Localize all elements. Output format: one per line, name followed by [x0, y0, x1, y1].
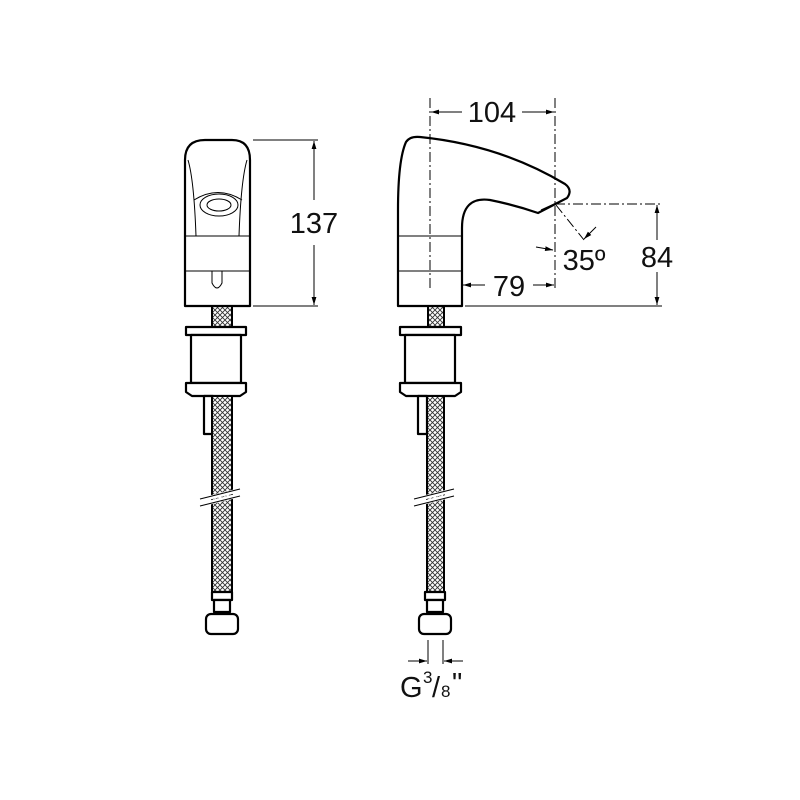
- front-view: 137: [183, 138, 338, 636]
- front-mounting-cylinder: [189, 333, 243, 385]
- thread-numerator: 3: [423, 668, 432, 687]
- side-break-lines: [413, 488, 455, 507]
- side-break-mark: [413, 488, 455, 507]
- side-body-bands: [398, 235, 462, 272]
- side-view: 104 84 79 35º G 3 / 8 ": [396, 97, 673, 704]
- front-sensor-hood: [193, 192, 243, 201]
- side-stub-pipe: [416, 394, 429, 436]
- front-hex-nut: [204, 612, 240, 636]
- front-nipple: [212, 598, 232, 614]
- sensor-window-outer: [199, 193, 239, 217]
- front-break-mark: [199, 488, 241, 507]
- front-bottom-flange: [184, 381, 248, 398]
- reach-dimension-label: 104: [468, 97, 516, 129]
- side-hex-nut: [417, 612, 453, 636]
- connection-thread-label: G 3 / 8 ": [400, 668, 462, 704]
- angle-arrow-left: [535, 246, 554, 251]
- front-ferrule: [210, 590, 234, 602]
- front-top-flange: [184, 325, 248, 337]
- side-ferrule: [423, 590, 447, 602]
- thread-prefix: G: [400, 672, 423, 704]
- angle-arrow-right: [583, 226, 597, 240]
- thread-slash: /: [432, 672, 441, 704]
- front-body-contour: [187, 159, 248, 237]
- projection-dimension-label: 79: [493, 271, 525, 303]
- side-mounting-cylinder: [403, 333, 457, 385]
- front-drop-mark: [211, 271, 223, 289]
- spout-height-label: 84: [641, 242, 673, 274]
- thread-denominator: 8: [441, 682, 450, 701]
- side-top-flange: [398, 325, 463, 337]
- sensor-window-inner: [206, 198, 232, 212]
- connection-extension-lines: [427, 640, 444, 664]
- side-bottom-flange: [398, 381, 463, 398]
- front-break-lines: [199, 488, 241, 507]
- thread-inch-mark: ": [452, 668, 462, 700]
- spray-direction-line: [555, 204, 585, 241]
- spray-angle-label: 35º: [563, 245, 606, 277]
- side-nipple: [425, 598, 445, 614]
- height-dimension-label: 137: [290, 208, 338, 240]
- height-extension-lines: [253, 139, 318, 307]
- front-faucet-body: [183, 138, 252, 308]
- side-faucet-body: [396, 135, 571, 308]
- spout-aerator: [540, 198, 566, 211]
